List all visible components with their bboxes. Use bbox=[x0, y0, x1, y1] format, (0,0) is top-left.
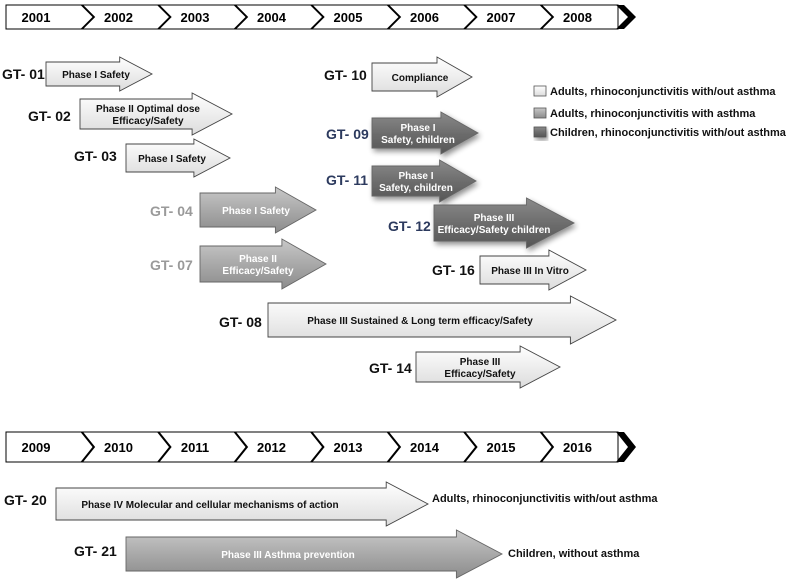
trial-id: GT- 21 bbox=[74, 543, 117, 559]
trial-label: Phase II bbox=[239, 254, 277, 265]
trial-arrow bbox=[45, 56, 153, 92]
trial-population: Adults, rhinoconjunctivitis with/out ast… bbox=[432, 493, 658, 505]
trial-label: Efficacy/Safety bbox=[112, 116, 184, 127]
trial-label: Phase I bbox=[398, 171, 433, 182]
trial-label: Phase I Safety bbox=[62, 70, 130, 81]
trial-gt-21: GT- 21 Phase III Asthma prevention Childre… bbox=[74, 529, 640, 579]
trial-label: Safety, children bbox=[379, 183, 453, 194]
year-label: 2015 bbox=[487, 440, 516, 455]
year-label: 2009 bbox=[22, 440, 51, 455]
timeline-top: 2001 2002 2003 2004 2005 2006 2007 2008 bbox=[5, 4, 636, 30]
trial-label: Compliance bbox=[392, 73, 449, 84]
year-label: 2002 bbox=[104, 10, 133, 25]
legend-swatch bbox=[533, 107, 547, 119]
trial-gt-10: GT- 10 Compliance bbox=[324, 56, 473, 98]
trial-id: GT- 04 bbox=[150, 203, 193, 219]
year-label: 2007 bbox=[487, 10, 516, 25]
trial-label: Phase I bbox=[400, 123, 435, 134]
legend-label: Children, rhinoconjunctivitis with/out a… bbox=[550, 127, 787, 139]
chevron-separator bbox=[616, 5, 636, 29]
trial-arrow bbox=[125, 529, 503, 579]
trial-gt-02: GT- 02 Phase II Optimal doseEfficacy/Safe… bbox=[28, 92, 233, 136]
trial-label: Phase I Safety bbox=[222, 206, 290, 217]
trial-arrow bbox=[371, 111, 479, 155]
trial-label: Phase III Asthma prevention bbox=[221, 550, 355, 561]
trial-gt-08: GT- 08 Phase III Sustained & Long term ef… bbox=[219, 295, 617, 345]
trial-label: Phase III In Vitro bbox=[491, 266, 569, 277]
trial-id: GT- 02 bbox=[28, 108, 71, 124]
year-label: 2011 bbox=[181, 440, 209, 455]
timeline-bottom: 2009 2010 2011 2012 2013 2014 2015 2016 bbox=[5, 431, 636, 463]
trial-id: GT- 01 bbox=[2, 66, 45, 82]
trial-arrow bbox=[371, 159, 477, 203]
trial-label: Phase II Optimal dose bbox=[96, 104, 200, 115]
year-label: 2004 bbox=[257, 10, 287, 25]
trial-id: GT- 14 bbox=[369, 360, 412, 376]
trial-label: Phase III bbox=[474, 213, 515, 224]
trial-id: GT- 07 bbox=[150, 257, 193, 273]
trial-label: Phase IV Molecular and cellular mechanis… bbox=[81, 500, 338, 511]
trial-arrow bbox=[199, 186, 317, 234]
legend: Adults, rhinoconjunctivitis with/out ast… bbox=[533, 85, 787, 139]
trial-id: GT- 08 bbox=[219, 314, 262, 330]
trial-arrow bbox=[199, 238, 327, 290]
trial-label: Safety, children bbox=[381, 135, 455, 146]
trial-gt-01: GT- 01 Phase I Safety bbox=[2, 56, 153, 92]
legend-label: Adults, rhinoconjunctivitis with asthma bbox=[550, 108, 756, 120]
chevron-separator bbox=[616, 432, 636, 462]
year-label: 2001 bbox=[22, 10, 51, 25]
trial-label: Phase I Safety bbox=[138, 154, 206, 165]
trial-gt-20: GT- 20 Phase IV Molecular and cellular me… bbox=[4, 481, 658, 527]
trial-gt-03: GT- 03 Phase I Safety bbox=[74, 138, 231, 178]
trial-population: Children, without asthma bbox=[508, 548, 640, 560]
trial-id: GT- 09 bbox=[326, 126, 369, 142]
trial-id: GT- 10 bbox=[324, 67, 367, 83]
trial-id: GT- 20 bbox=[4, 492, 47, 508]
trial-label: Phase III Sustained & Long term efficacy… bbox=[307, 316, 533, 327]
trial-arrow bbox=[55, 481, 429, 527]
trial-id: GT- 12 bbox=[388, 218, 431, 234]
trial-arrow bbox=[433, 197, 575, 249]
trial-arrow bbox=[415, 345, 561, 389]
year-label: 2003 bbox=[181, 10, 210, 25]
trial-arrow bbox=[125, 138, 231, 178]
year-label: 2014 bbox=[410, 440, 440, 455]
legend-label: Adults, rhinoconjunctivitis with/out ast… bbox=[550, 86, 776, 98]
legend-item: Adults, rhinoconjunctivitis with asthma bbox=[533, 107, 756, 120]
legend-swatch bbox=[533, 85, 547, 97]
trial-label: Efficacy/Safety children bbox=[438, 225, 551, 236]
year-label: 2013 bbox=[334, 440, 363, 455]
trial-arrow bbox=[371, 56, 473, 98]
year-label: 2008 bbox=[563, 10, 592, 25]
trial-arrow bbox=[267, 295, 617, 345]
year-label: 2005 bbox=[334, 10, 363, 25]
trial-id: GT- 11 bbox=[326, 172, 368, 188]
legend-item: Adults, rhinoconjunctivitis with/out ast… bbox=[533, 85, 776, 98]
year-label: 2006 bbox=[410, 10, 439, 25]
trial-arrow bbox=[479, 249, 587, 291]
year-label: 2010 bbox=[104, 440, 133, 455]
trial-arrow bbox=[79, 92, 233, 136]
trial-label: Efficacy/Safety bbox=[222, 266, 294, 277]
year-label: 2016 bbox=[563, 440, 592, 455]
legend-swatch bbox=[533, 126, 547, 138]
year-label: 2012 bbox=[257, 440, 286, 455]
trial-label: Phase III bbox=[460, 357, 501, 368]
legend-item: Children, rhinoconjunctivitis with/out a… bbox=[533, 126, 787, 139]
trial-label: Efficacy/Safety bbox=[444, 369, 516, 380]
trial-id: GT- 16 bbox=[432, 262, 475, 278]
trial-id: GT- 03 bbox=[74, 148, 117, 164]
trial-gt-16: GT- 16 Phase III In Vitro bbox=[432, 249, 587, 291]
trial-gt-04: GT- 04 Phase I Safety bbox=[150, 186, 317, 234]
